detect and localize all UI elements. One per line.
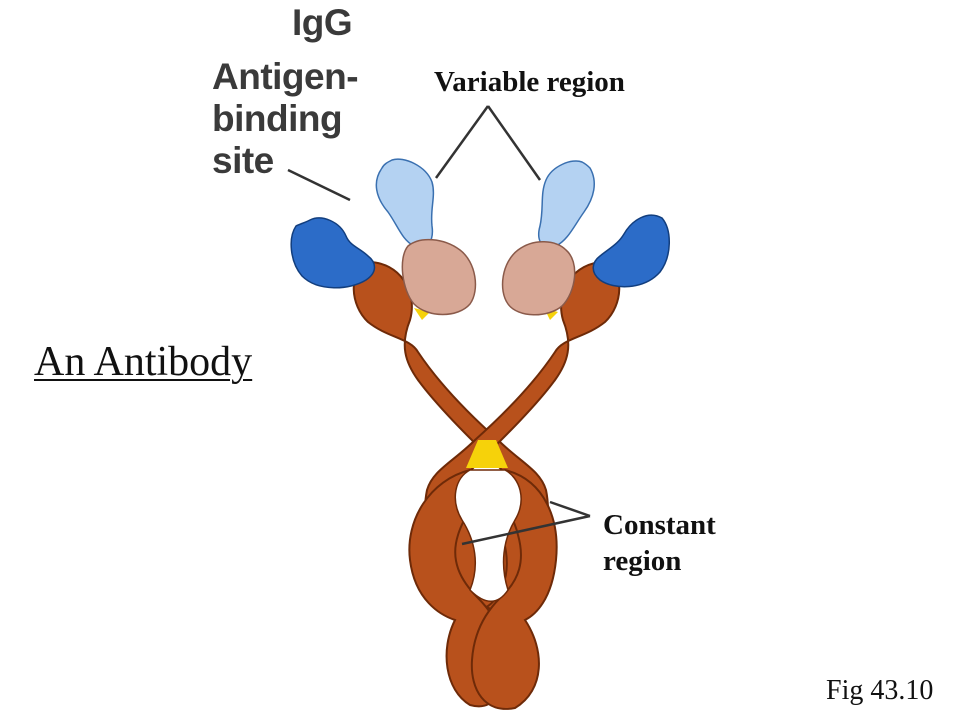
fc-lobe-right: [470, 468, 558, 710]
leader-variable-right: [486, 105, 542, 181]
figure-title: An Antibody: [34, 339, 253, 385]
constant-region-label: Constant region: [603, 509, 716, 577]
leader-lines: [287, 105, 591, 546]
light-variable-left: [375, 158, 435, 249]
light-variable-right: [538, 160, 596, 249]
leader-variable-left: [434, 105, 490, 179]
antigen-binding-site-label: Antigen- binding site: [212, 56, 359, 181]
heavy-variable-left: [290, 217, 376, 289]
igg-label: IgG: [292, 2, 353, 43]
leader-constant-upper: [549, 500, 591, 518]
light-constant-left: [401, 238, 477, 316]
heavy-variable-domains: [290, 214, 670, 289]
light-constant-right: [501, 241, 576, 316]
figure-number: Fig 43.10: [826, 675, 934, 706]
heavy-variable-right: [592, 214, 670, 288]
light-chains: [375, 158, 596, 316]
variable-region-label: Variable region: [434, 66, 625, 98]
hinge-gap: [454, 469, 522, 602]
heavy-chains: [352, 260, 621, 710]
leader-constant-lower: [461, 514, 591, 546]
hinge-disulfide: [466, 440, 508, 468]
leader-antigen-binding-site: [287, 168, 351, 202]
